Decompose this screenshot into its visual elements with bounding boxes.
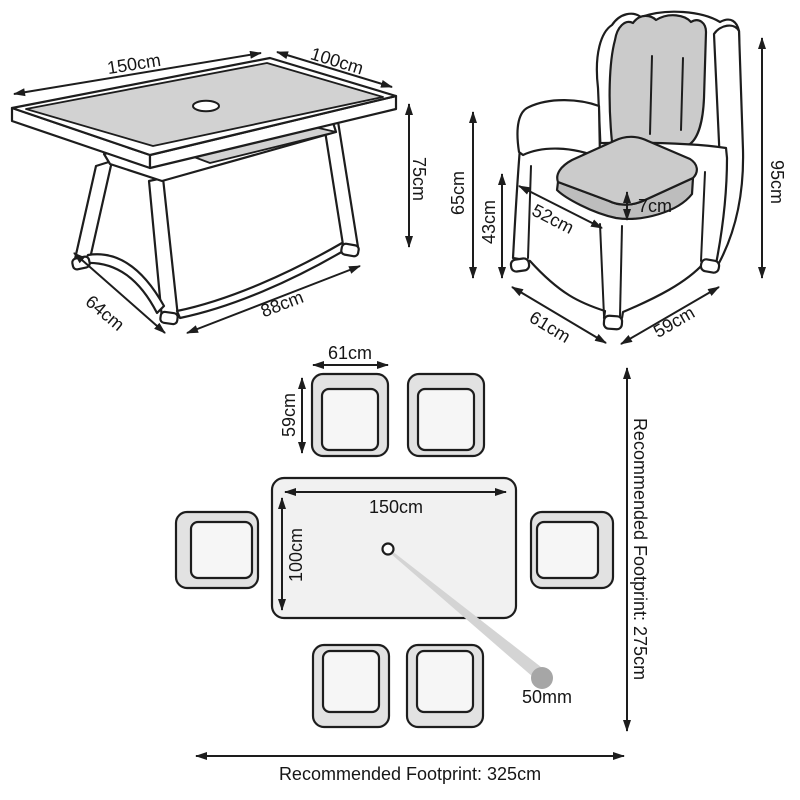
chair-foot-right [699, 258, 721, 274]
chair-leg-line-right-inner [700, 171, 706, 262]
footprint-width-label: Recommended Footprint: 325cm [279, 764, 541, 784]
table-foot-front [159, 310, 179, 326]
parasol-hole-top-view [381, 542, 395, 556]
top-down-chair-bottom-left [311, 643, 391, 729]
cushion-thickness-label: 7cm [638, 196, 672, 216]
parasol-hole-3d [192, 99, 220, 113]
dimension-arrow-chair-depth [620, 286, 720, 345]
table-foot-right [340, 242, 360, 258]
chair-foot-left [509, 257, 531, 273]
parasol-pole [390, 551, 541, 677]
chair-total-height-label: 95cm [767, 160, 787, 204]
top-down-chair-top-left [310, 372, 390, 458]
layout-table-length-label: 150cm [369, 497, 423, 517]
top-down-layout-view: 61cm 59cm 150cm 100cm 50mm Recommended F… [174, 343, 650, 784]
table-height-label: 75cm [409, 157, 429, 201]
top-down-chair-bottom-right [405, 643, 485, 729]
dimension-arrow-table-length [13, 50, 262, 97]
top-down-chair-left [174, 510, 260, 590]
chair-3d-view: 65cm 43cm 52cm 7cm 95cm 61cm 59cm [448, 10, 787, 347]
table-length-label: 150cm [106, 50, 162, 78]
parasol-pole-end [531, 667, 553, 689]
table-leg-left [73, 159, 114, 265]
parasol-hole-diameter-label: 50mm [522, 687, 572, 707]
dimension-arrow-chair-seat-depth [518, 185, 603, 229]
layout-chair-width-label: 61cm [328, 343, 372, 363]
chair-depth-label: 59cm [650, 302, 698, 341]
chair-arm-height-label: 65cm [448, 171, 468, 215]
chair-seat-height-label: 43cm [479, 200, 499, 244]
cushion-stitch-line-left [649, 55, 653, 135]
footprint-depth-label: Recommended Footprint: 275cm [630, 418, 650, 680]
dimension-arrow-table-base-width [186, 265, 361, 334]
table-base-depth-label: 64cm [82, 291, 129, 335]
chair-width-label: 61cm [526, 307, 574, 347]
layout-chair-depth-label: 59cm [279, 393, 299, 437]
top-down-chair-top-right [406, 372, 486, 458]
table-base-width-label: 88cm [258, 287, 306, 321]
top-down-chair-right [529, 510, 615, 590]
layout-table-width-label: 100cm [286, 528, 306, 582]
chair-foot-front [602, 314, 624, 331]
dimension-arrow-chair-width [511, 286, 607, 344]
chair-back-cushion [608, 14, 708, 152]
table-3d-view: 150cm 100cm 75cm 64cm 88cm [10, 44, 429, 335]
dimension-arrow-table-base-depth [73, 252, 166, 334]
dimension-arrow-table-width [276, 51, 393, 88]
chair-armrest [516, 99, 602, 160]
cushion-stitch-line-right [680, 57, 684, 131]
